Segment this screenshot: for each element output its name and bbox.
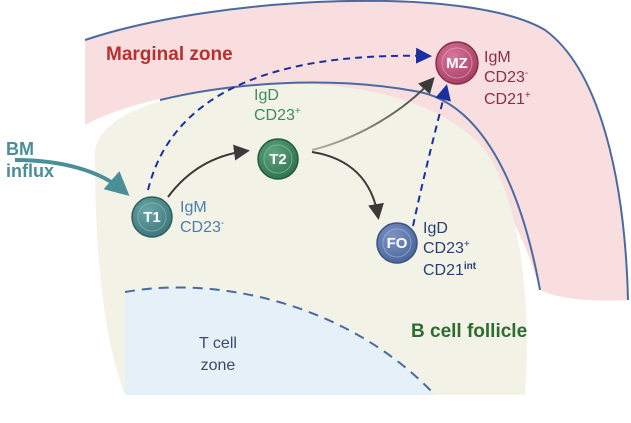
mz-marker-igm: IgM (484, 49, 511, 66)
t-cell-zone-label: T cell zone (199, 333, 237, 377)
marginal-zone-outer-border (84, 0, 629, 301)
marginal-zone-region (85, 0, 628, 301)
t2-markers: IgD CD23+ (254, 86, 301, 128)
t2-marker-cd23: CD23+ (254, 106, 301, 124)
t1-to-t2-arrow (167, 144, 250, 198)
t1-marker-cd23: CD23- (180, 218, 225, 236)
t2-to-fo-arrow (311, 151, 384, 220)
bm-influx-label: BM influx (6, 138, 54, 182)
fo-marker-cd23: CD23+ (423, 239, 470, 257)
b-cell-follicle-label: B cell follicle (411, 321, 528, 342)
bm-influx-line2: influx (6, 161, 54, 181)
fo-marker-cd21: CD21int (423, 261, 477, 279)
mz-cell (435, 41, 479, 85)
marginal-zone-label: Marginal zone (106, 44, 233, 65)
t-cell-zone-border (124, 286, 436, 396)
fo-marker-igd: IgD (423, 220, 448, 237)
bm-influx-line1: BM (6, 139, 34, 159)
mz-marker-cd21: CD21+ (484, 90, 531, 108)
t-cell-zone-line2: zone (200, 357, 236, 374)
t2-marker-igd: IgD (254, 87, 279, 104)
t1-marker-igm: IgM (180, 199, 207, 216)
t-cell-zone-region (125, 287, 435, 395)
fo-cell-label: FO (386, 235, 408, 252)
t2-to-mz-arrow (311, 77, 435, 151)
mz-markers: IgM CD23- CD21+ (484, 48, 531, 112)
t1-cell (131, 196, 173, 238)
t1-markers: IgM CD23- (180, 198, 224, 240)
t2-cell-label: T2 (269, 151, 287, 168)
t2-cell (257, 138, 299, 180)
mz-marker-cd23: CD23- (484, 68, 529, 86)
t-cell-zone-line1: T cell (199, 335, 237, 352)
t1-to-mz-dashed-arrow (147, 47, 432, 191)
mz-cell-label: MZ (446, 55, 468, 72)
bm-influx-arrow (14, 158, 130, 196)
fo-cell (376, 222, 418, 264)
fo-markers: IgD CD23+ CD21int (423, 219, 476, 283)
t1-cell-label: T1 (143, 209, 161, 226)
fo-to-mz-dashed-arrow (412, 84, 451, 227)
